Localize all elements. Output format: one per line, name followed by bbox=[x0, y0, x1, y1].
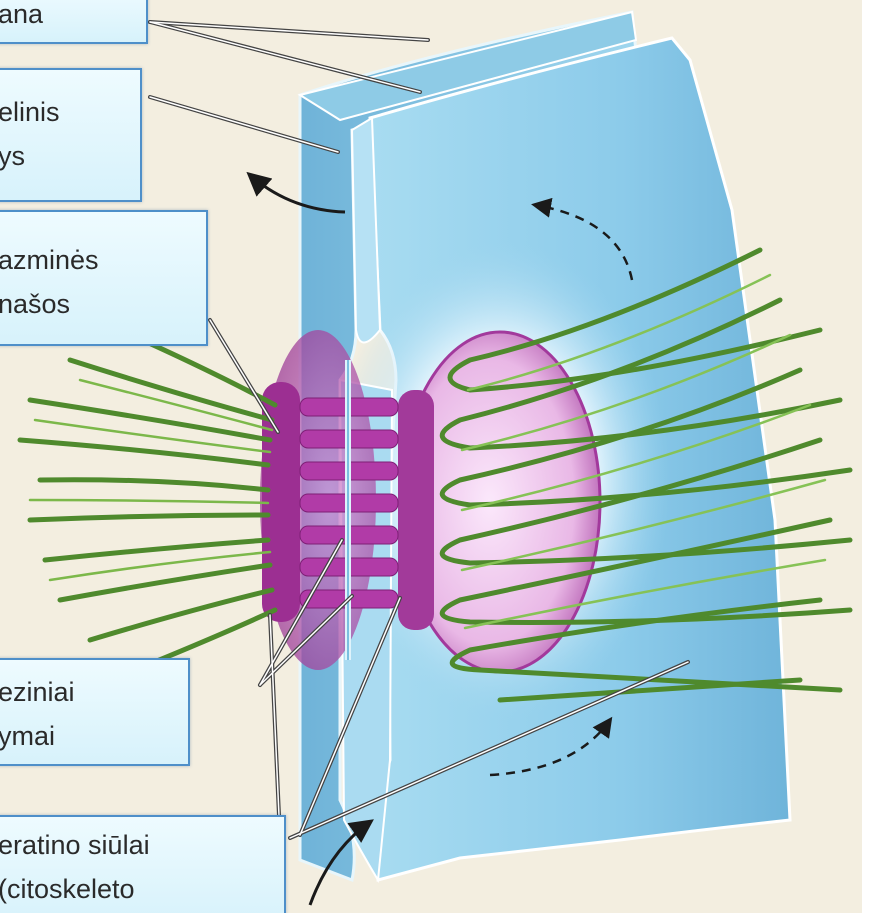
label-plaques-line1: azminės bbox=[0, 238, 196, 282]
label-intercellular-space-line2: ys bbox=[0, 134, 130, 178]
label-membrane: ana bbox=[0, 0, 148, 44]
label-adhesion-proteins-line1: eziniai bbox=[0, 670, 178, 714]
label-plaques-line2: našos bbox=[0, 282, 196, 326]
label-keratin: eratino siūlai (citoskeleto bbox=[0, 815, 286, 913]
label-keratin-line1: eratino siūlai bbox=[0, 823, 274, 867]
label-plaques: azminės našos bbox=[0, 210, 208, 346]
right-dense-plaque bbox=[398, 390, 434, 630]
label-adhesion-proteins: eziniai ymai bbox=[0, 658, 190, 766]
label-adhesion-proteins-line2: ymai bbox=[0, 714, 178, 758]
keratin-filaments-left bbox=[20, 330, 275, 680]
label-keratin-line2: (citoskeleto bbox=[0, 867, 274, 911]
label-membrane-text: ana bbox=[0, 0, 136, 36]
label-intercellular-space: elinis ys bbox=[0, 68, 142, 202]
label-intercellular-space-line1: elinis bbox=[0, 90, 130, 134]
